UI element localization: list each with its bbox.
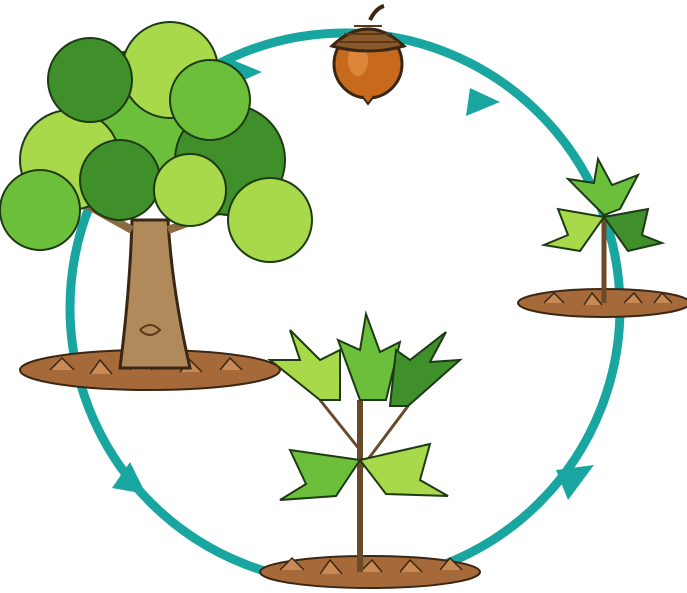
- oak-tree-icon: [0, 21, 313, 391]
- tree-canopy: [0, 21, 313, 263]
- arrow-right-icon: [556, 465, 594, 500]
- arrow-left-icon: [112, 462, 146, 494]
- arrow-top-right-icon: [466, 88, 500, 116]
- acorn-icon: [329, 4, 407, 106]
- sapling-icon: [259, 310, 481, 589]
- sprout-icon: [517, 155, 687, 318]
